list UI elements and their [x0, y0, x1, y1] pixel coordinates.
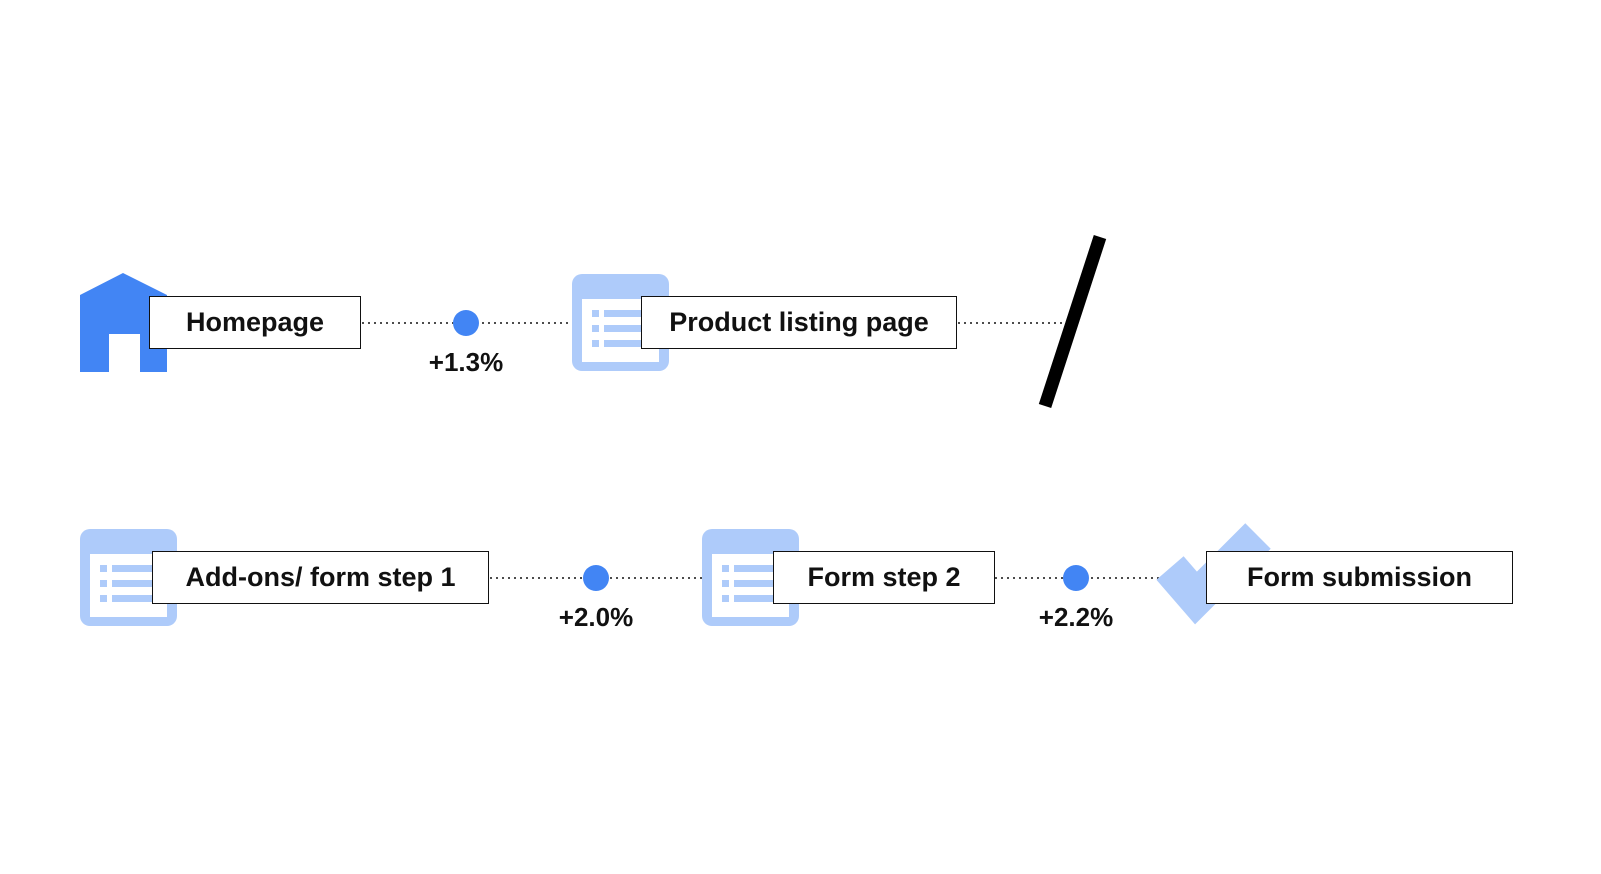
step-label-text: Form submission	[1246, 562, 1473, 592]
home-icon	[80, 273, 167, 372]
uplift-dot	[583, 565, 609, 591]
step-label-text: Product listing page	[669, 307, 929, 337]
uplift-value: +2.0%	[558, 602, 634, 632]
uplift-dot	[453, 310, 479, 336]
step-label-addons-form-step-1: Add-ons/ form step 1	[152, 551, 489, 604]
step-label-text: Homepage	[185, 307, 325, 337]
uplift-dot	[1063, 565, 1089, 591]
uplift-value: +1.3%	[428, 347, 504, 377]
step-label-form-step-2: Form step 2	[773, 551, 995, 604]
step-label-form-submission: Form submission	[1206, 551, 1513, 604]
step-label-product-listing: Product listing page	[641, 296, 957, 349]
slash-break-icon	[1038, 234, 1107, 409]
step-label-text: Add-ons/ form step 1	[185, 562, 456, 592]
uplift-value: +2.2%	[1038, 602, 1114, 632]
step-label-text: Form step 2	[807, 562, 961, 592]
step-label-homepage: Homepage	[149, 296, 361, 349]
